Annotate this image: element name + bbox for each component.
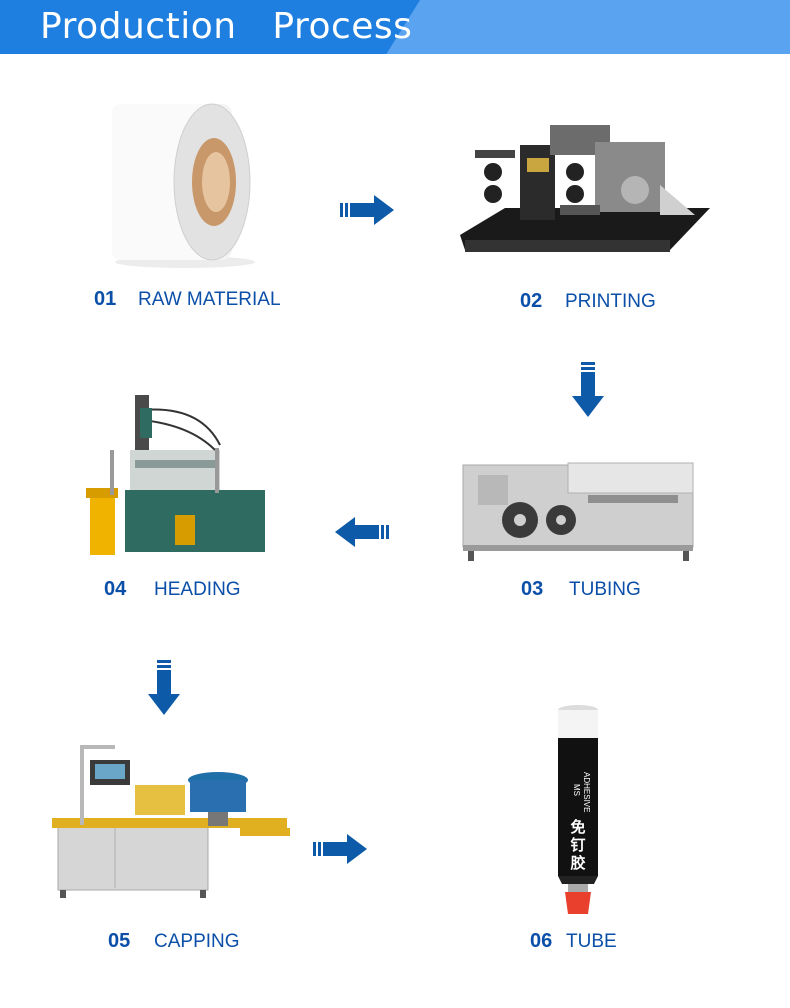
tube-print-char: 免 bbox=[570, 818, 585, 836]
arrow-down-icon bbox=[148, 660, 180, 715]
step-03: 03 TUBING bbox=[521, 578, 721, 606]
adhesive-tube-image: MS ADHESIVE 免 钉 胶 bbox=[558, 705, 598, 914]
step-06: 06 TUBE bbox=[530, 930, 730, 958]
step-number: 03 bbox=[521, 578, 544, 600]
tubing-machine-image bbox=[462, 462, 694, 561]
page-title: Production Process bbox=[40, 6, 413, 47]
step-number: 04 bbox=[104, 578, 127, 600]
step-label: TUBING bbox=[569, 579, 641, 600]
step-label: HEADING bbox=[154, 579, 241, 600]
raw-material-roll-image bbox=[112, 103, 255, 268]
header-banner: Production Process bbox=[0, 0, 790, 56]
header-band-dark bbox=[0, 0, 420, 54]
capping-machine-image bbox=[52, 745, 290, 898]
step-04: 04 HEADING bbox=[104, 578, 304, 606]
step-02: 02 PRINTING bbox=[520, 290, 720, 318]
heading-machine-image bbox=[86, 395, 265, 555]
tube-print-char: 钉 bbox=[570, 836, 585, 854]
step-05: 05 CAPPING bbox=[108, 930, 308, 958]
step-number: 05 bbox=[108, 930, 131, 952]
step-label: RAW MATERIAL bbox=[138, 289, 281, 310]
printing-machine-image bbox=[460, 125, 710, 252]
step-01: 01 RAW MATERIAL bbox=[94, 288, 334, 316]
arrow-right-icon bbox=[313, 834, 367, 864]
tube-print-line2: ADHESIVE bbox=[582, 772, 591, 812]
step-label: TUBE bbox=[566, 931, 617, 952]
step-number: 01 bbox=[94, 288, 117, 310]
arrow-down-icon bbox=[572, 362, 604, 417]
step-label: CAPPING bbox=[154, 931, 240, 952]
arrow-left-icon bbox=[335, 517, 389, 547]
step-number: 02 bbox=[520, 290, 543, 312]
step-number: 06 bbox=[530, 930, 553, 952]
tube-print-line1: MS bbox=[572, 784, 581, 796]
step-label: PRINTING bbox=[565, 291, 656, 312]
arrow-right-icon bbox=[340, 195, 394, 225]
tube-print-char: 胶 bbox=[570, 854, 585, 872]
